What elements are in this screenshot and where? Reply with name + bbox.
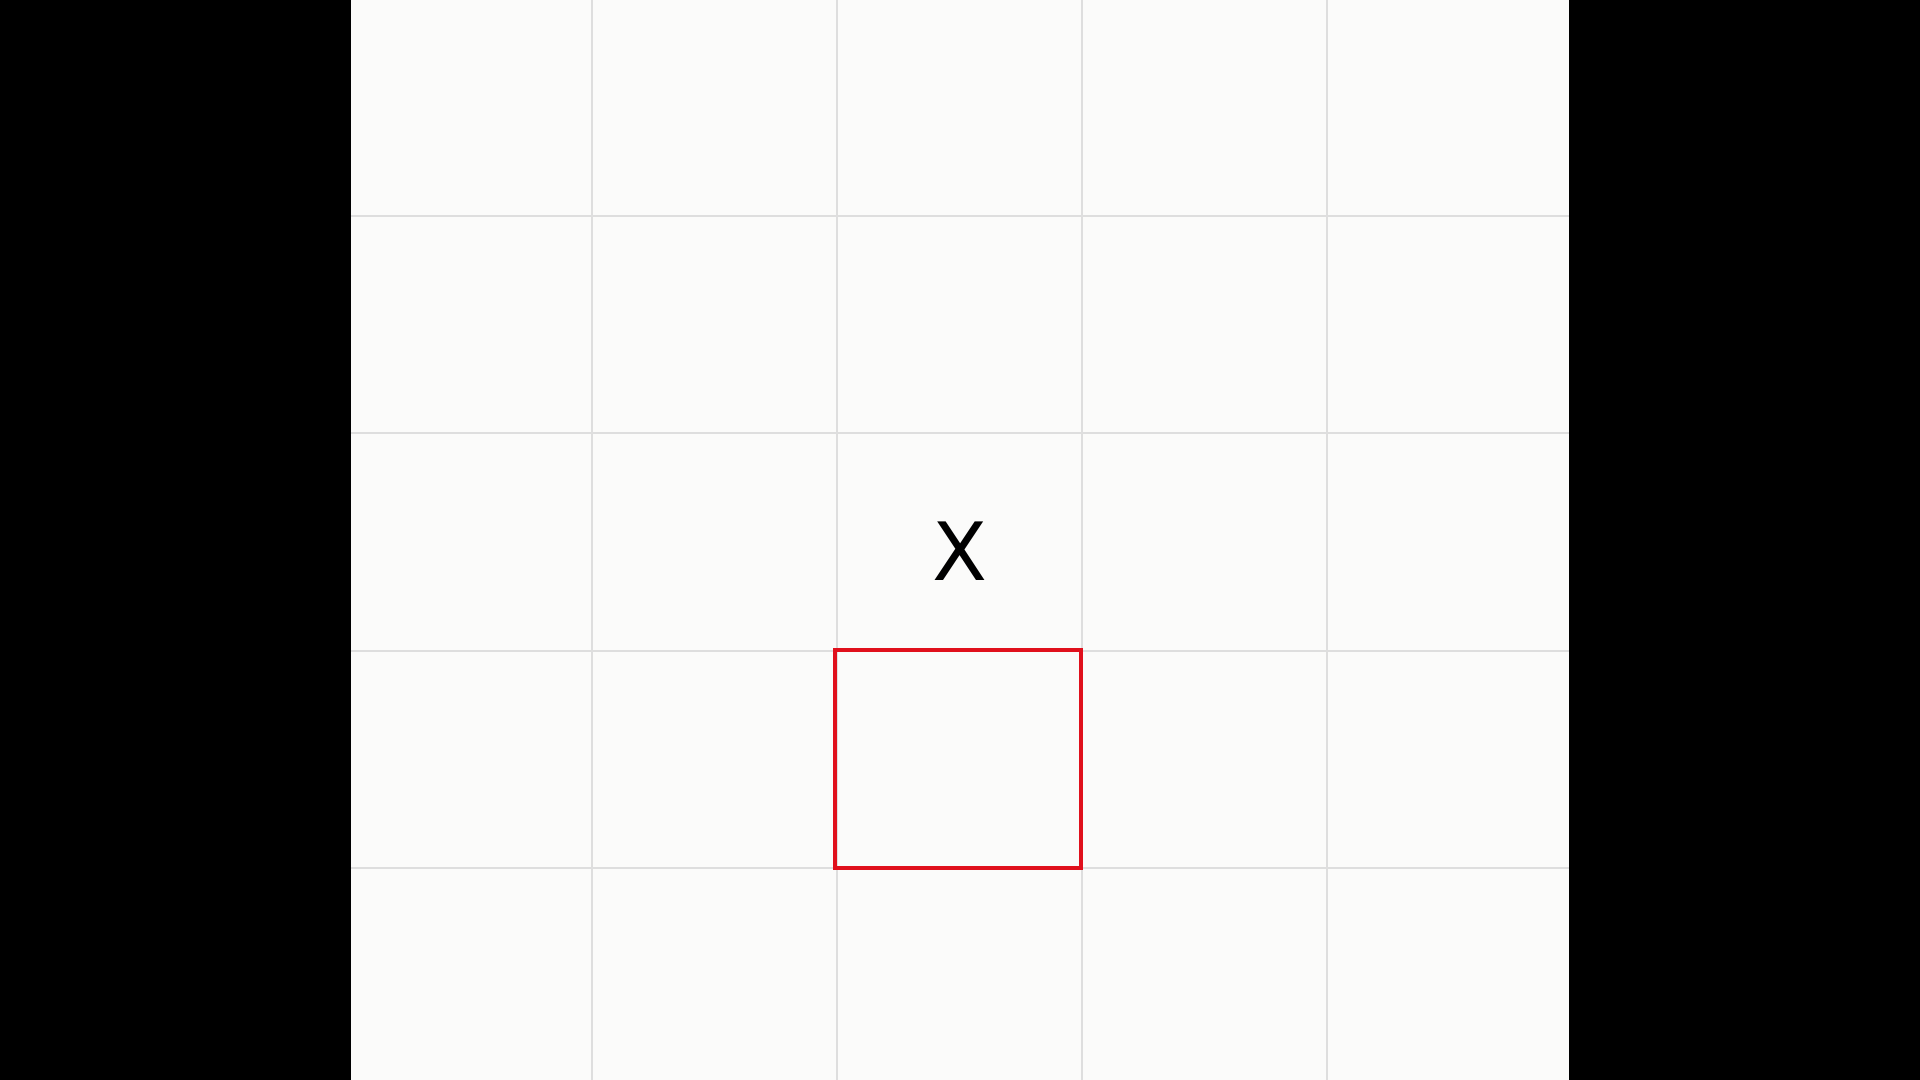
board-cell-r0-c2[interactable] [838, 0, 1083, 217]
board-cell-r1-c2[interactable] [838, 217, 1083, 434]
board-cell-r4-c0[interactable] [351, 869, 593, 1080]
board-cell-r4-c4[interactable] [1328, 869, 1569, 1080]
board-cell-r4-c3[interactable] [1083, 869, 1328, 1080]
board-cell-r0-c3[interactable] [1083, 0, 1328, 217]
board-cell-r2-c0[interactable] [351, 434, 593, 652]
board-cell-r2-c2[interactable]: X [838, 434, 1083, 652]
board-cell-r0-c0[interactable] [351, 0, 593, 217]
board-cell-r1-c0[interactable] [351, 217, 593, 434]
board-cell-r3-c2[interactable] [838, 652, 1083, 869]
board-cell-r3-c4[interactable] [1328, 652, 1569, 869]
cell-mark: X [932, 506, 987, 599]
board-cell-r4-c2[interactable] [838, 869, 1083, 1080]
board-cell-r1-c4[interactable] [1328, 217, 1569, 434]
board-cell-r3-c3[interactable] [1083, 652, 1328, 869]
board-cell-r3-c1[interactable] [593, 652, 838, 869]
board-cell-r2-c3[interactable] [1083, 434, 1328, 652]
board-cell-r0-c1[interactable] [593, 0, 838, 217]
board-cell-r0-c4[interactable] [1328, 0, 1569, 217]
board-cell-r1-c1[interactable] [593, 217, 838, 434]
game-board: X [351, 0, 1569, 1080]
board-cell-r2-c4[interactable] [1328, 434, 1569, 652]
board-cell-r2-c1[interactable] [593, 434, 838, 652]
board-cell-r1-c3[interactable] [1083, 217, 1328, 434]
board-cell-r4-c1[interactable] [593, 869, 838, 1080]
board-cell-r3-c0[interactable] [351, 652, 593, 869]
